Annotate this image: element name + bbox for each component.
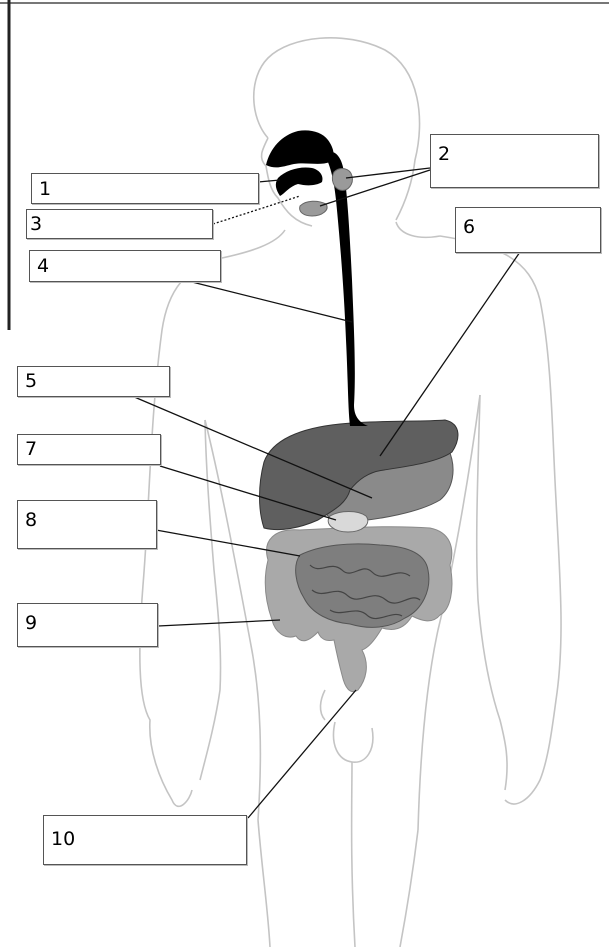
label-box-10[interactable]: 10 (43, 815, 247, 865)
left-torso-side (205, 420, 260, 820)
leader-line-2a (346, 168, 430, 178)
genital-outline (334, 722, 373, 762)
label-number-2: 2 (438, 143, 450, 165)
label-number-4: 4 (37, 255, 49, 277)
leader-line-4 (192, 282, 352, 322)
label-box-3[interactable]: 3 (26, 209, 213, 239)
left-leg (258, 820, 270, 947)
label-number-7: 7 (25, 438, 37, 460)
label-box-4[interactable]: 4 (29, 250, 221, 282)
label-number-5: 5 (25, 370, 37, 392)
gallbladder (328, 512, 368, 533)
label-number-10: 10 (51, 828, 75, 850)
label-box-6[interactable]: 6 (455, 207, 601, 253)
label-box-2[interactable]: 2 (430, 134, 599, 188)
label-number-6: 6 (463, 216, 475, 238)
crotch (320, 690, 325, 720)
tongue (276, 167, 323, 196)
right-inner-arm (477, 395, 507, 790)
label-box-1[interactable]: 1 (31, 173, 259, 204)
label-number-8: 8 (25, 509, 37, 531)
right-leg (400, 830, 418, 947)
label-box-5[interactable]: 5 (17, 366, 170, 397)
neck-left (222, 230, 285, 258)
right-shoulder-arm (440, 236, 561, 804)
label-box-8[interactable]: 8 (17, 500, 157, 549)
mouth-nasal-cavity (266, 130, 334, 167)
label-box-9[interactable]: 9 (17, 603, 158, 647)
salivary-gland-submandibular (300, 201, 327, 216)
neck-right (396, 222, 440, 237)
label-number-3: 3 (30, 213, 42, 235)
salivary-gland-parotid (332, 169, 352, 191)
label-number-1: 1 (39, 178, 51, 200)
leader-line-10 (248, 690, 356, 818)
label-box-7[interactable]: 7 (17, 434, 161, 465)
label-number-9: 9 (25, 612, 37, 634)
inner-leg (352, 762, 355, 947)
